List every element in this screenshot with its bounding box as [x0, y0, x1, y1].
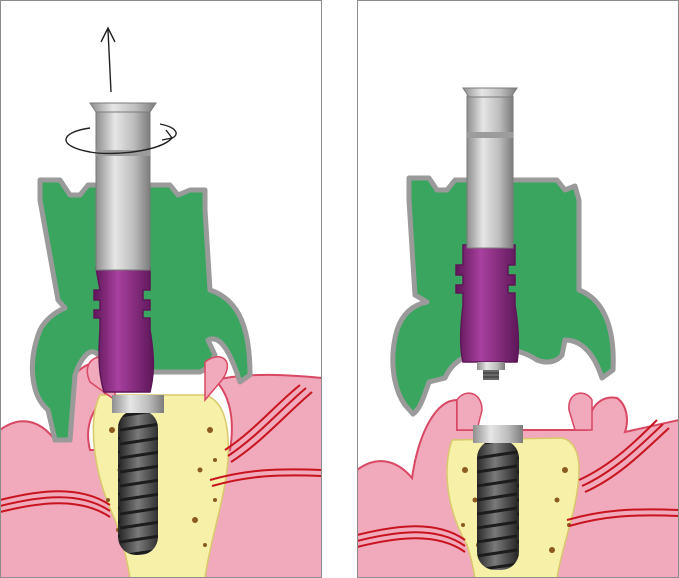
guide-pin: [467, 96, 513, 248]
guide-pin: [96, 110, 150, 270]
diagram-left: [0, 0, 322, 578]
implant-collar: [473, 425, 523, 443]
diagram-right: [357, 0, 679, 578]
guide-pin-band: [467, 132, 513, 138]
implant-fixture: [118, 410, 158, 555]
panel-left: [0, 0, 322, 578]
transfer-coping: [94, 268, 153, 392]
screw-tip: [477, 362, 505, 380]
implant-collar: [112, 395, 164, 413]
up-arrow-icon: [101, 28, 115, 92]
guide-pin-head: [463, 88, 517, 97]
gingival-margin: [457, 393, 592, 430]
implant-fixture: [477, 440, 519, 570]
transfer-coping: [456, 245, 518, 362]
guide-pin-head: [90, 103, 156, 112]
panel-right: [357, 0, 679, 578]
